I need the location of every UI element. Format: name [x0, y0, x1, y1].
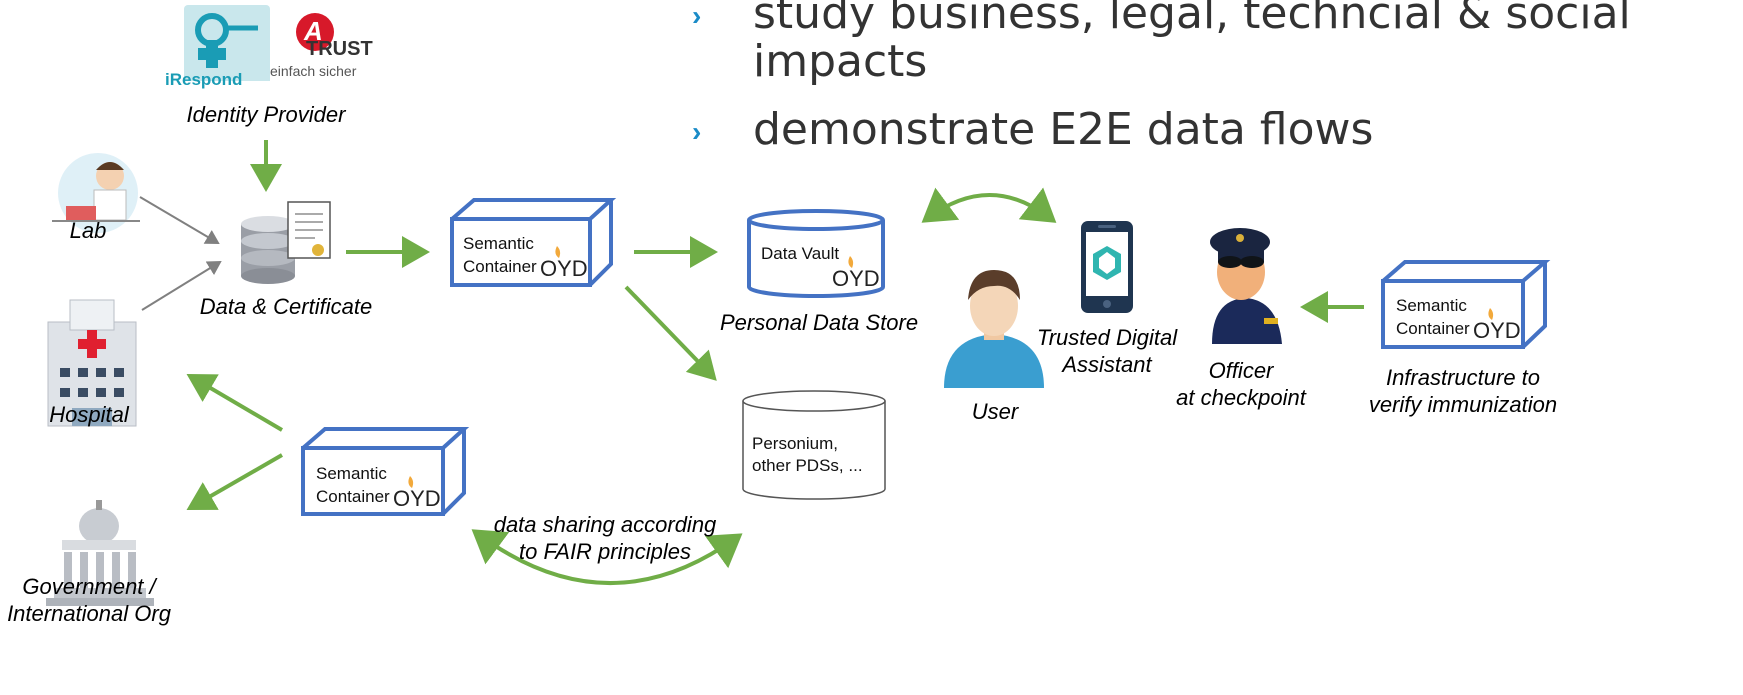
data-vault-oyd-logo: OYD [832, 266, 880, 291]
infrastructure-label-line2: verify immunization [1368, 392, 1558, 417]
personal-data-store-label: Personal Data Store [720, 310, 919, 335]
user-label: User [971, 399, 1019, 424]
personium-line1: Personium, [752, 434, 838, 453]
officer-label-line1: Officer [1208, 358, 1274, 383]
user-avatar-icon [944, 270, 1044, 388]
semantic-container-box-1 [450, 198, 617, 287]
container2-line2: Container [316, 487, 390, 506]
data-vault-label: Data Vault [761, 244, 840, 263]
infrastructure-label-line1: Infrastructure to [1385, 365, 1541, 390]
arrow-container2-to-hospital [186, 373, 284, 432]
bullet-text: demonstrate E2E data flows [753, 104, 1374, 155]
database-certificate-icon [241, 201, 331, 284]
container1-line1: Semantic [463, 234, 534, 253]
government-label-line2: International Org [7, 601, 171, 626]
lab-label: Lab [69, 218, 107, 243]
bullet-marker-icon: › [692, 116, 702, 147]
arrow-fair-sharing [471, 529, 743, 585]
lab-icon [52, 153, 140, 233]
officer-label-line2: at checkpoint [1176, 385, 1306, 410]
container1-line2: Container [463, 257, 537, 276]
container2-oyd-logo: OYD [393, 486, 441, 511]
smartphone-icon [1081, 221, 1133, 313]
fair-label-line1: data sharing according [493, 512, 717, 537]
government-label-line1: Government / [22, 574, 156, 599]
data-vault-cylinder [747, 209, 885, 298]
officer-icon [1210, 228, 1282, 344]
arrow-hospital-to-data [141, 260, 222, 311]
arrow-container2-to-government [186, 453, 283, 510]
arrow-lab-to-data [139, 196, 220, 245]
data-certificate-label: Data & Certificate [199, 294, 373, 319]
bullet-text: impacts [753, 36, 928, 87]
arrow-container-to-personium [624, 285, 717, 381]
atrust-logo-text: TRUST [306, 38, 373, 60]
semantic-container-box-3 [1381, 260, 1551, 349]
container3-line1: Semantic [1396, 296, 1467, 315]
atrust-logo-icon [296, 13, 334, 51]
container3-oyd-logo: OYD [1473, 318, 1521, 343]
personium-cylinder [742, 390, 886, 500]
tda-label-line1: Trusted Digital [1036, 325, 1178, 350]
container1-oyd-logo: OYD [540, 256, 588, 281]
hospital-label: Hospital [49, 402, 129, 427]
atrust-logo-letter: A [304, 16, 323, 46]
tda-label-line2: Assistant [1062, 352, 1152, 377]
personium-line2: other PDSs, ... [752, 456, 863, 475]
irespond-logo-text: iRespond [165, 70, 243, 89]
arrow-vault-to-phone [921, 187, 1057, 223]
hospital-icon [47, 299, 137, 427]
bullet-marker-icon: › [692, 0, 702, 31]
irespond-logo-icon [184, 5, 270, 81]
container3-line2: Container [1396, 319, 1470, 338]
government-building-icon [46, 500, 154, 606]
oyd-flame-icon [408, 246, 1494, 488]
atrust-tagline: einfach sicher [270, 63, 357, 79]
identity-provider-label: Identity Provider [186, 102, 346, 127]
semantic-container-box-2 [301, 427, 470, 516]
container2-line1: Semantic [316, 464, 387, 483]
bullet-text: study business, legal, techncial & socia… [753, 0, 1631, 39]
fair-label-line2: to FAIR principles [519, 539, 691, 564]
